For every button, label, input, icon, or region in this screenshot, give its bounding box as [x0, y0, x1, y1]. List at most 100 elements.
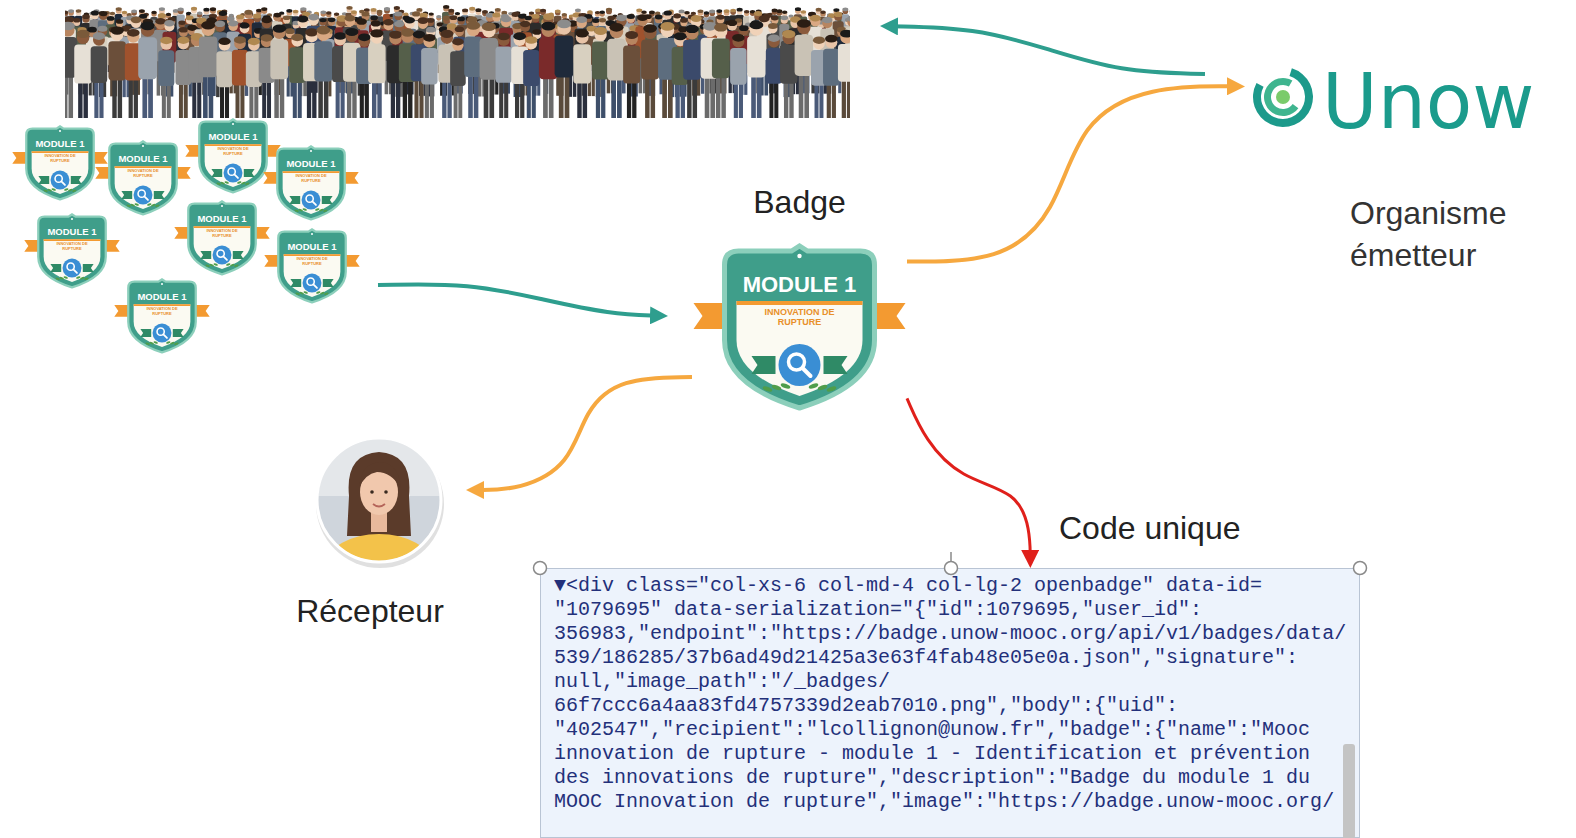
- person-hair: [698, 9, 704, 13]
- person-torso: [368, 44, 386, 83]
- person-leg: [365, 80, 369, 118]
- person-hair: [394, 11, 402, 16]
- person-torso: [641, 40, 659, 80]
- person-leg: [442, 79, 446, 118]
- person-head: [680, 19, 687, 26]
- person-hair: [76, 30, 89, 38]
- person-hair: [319, 18, 326, 22]
- person-leg: [601, 76, 605, 118]
- person-hair: [65, 11, 68, 15]
- person-leg: [197, 79, 201, 118]
- person-hair: [334, 12, 340, 15]
- person-leg: [94, 79, 98, 118]
- person-hair: [717, 15, 725, 20]
- person-hair: [261, 34, 273, 41]
- person-hair: [122, 11, 128, 14]
- person-figure: [480, 22, 499, 118]
- person-hair: [116, 19, 123, 24]
- person-leg: [68, 74, 73, 118]
- person-figure: [108, 26, 126, 118]
- person-leg: [583, 80, 587, 118]
- person-head: [204, 9, 210, 15]
- person-head: [448, 10, 454, 16]
- person-leg: [662, 75, 667, 118]
- person-head: [283, 16, 290, 23]
- person-hair: [727, 20, 737, 26]
- person-hair: [555, 9, 561, 13]
- person-hair: [609, 23, 623, 32]
- person-hair: [540, 9, 546, 13]
- person-head: [151, 11, 156, 16]
- person-hair: [346, 6, 352, 10]
- person-torso: [592, 41, 609, 79]
- person-hair: [283, 15, 291, 20]
- person-figure: [607, 23, 626, 118]
- person-head: [261, 8, 267, 14]
- person-hair: [93, 32, 106, 40]
- person-leg: [632, 80, 636, 118]
- person-leg: [474, 73, 479, 118]
- person-head: [777, 10, 783, 16]
- person-head: [107, 17, 114, 24]
- person-figure: [573, 29, 591, 118]
- person-hair: [627, 14, 635, 19]
- person-hair: [239, 22, 249, 28]
- person-head: [555, 10, 560, 15]
- person-hair: [440, 30, 453, 38]
- person-leg: [134, 77, 138, 118]
- person-hair: [141, 21, 155, 30]
- person-hair: [520, 21, 530, 27]
- person-hair: [377, 10, 383, 14]
- person-head: [436, 16, 441, 21]
- person-leg: [681, 81, 685, 118]
- person-torso: [523, 50, 539, 86]
- person-leg: [274, 75, 278, 118]
- person-hair: [403, 13, 408, 16]
- person-hair: [599, 11, 605, 14]
- person-torso: [232, 50, 248, 86]
- person-hair: [730, 9, 736, 13]
- person-hair: [127, 29, 140, 37]
- person-hair: [160, 37, 172, 45]
- person-hair: [218, 38, 230, 46]
- person-hair: [328, 17, 336, 22]
- person-hair: [543, 13, 554, 20]
- person-hair: [394, 6, 400, 10]
- person-hair: [691, 12, 696, 15]
- person-head: [673, 15, 681, 23]
- person-head: [191, 8, 197, 14]
- person-hair: [462, 9, 468, 13]
- person-leg: [179, 82, 183, 118]
- person-hair: [166, 13, 171, 16]
- person-hair: [244, 10, 252, 15]
- person-hair: [452, 38, 464, 45]
- person-hair: [345, 28, 358, 36]
- person-hair: [203, 8, 209, 12]
- person-hair: [389, 31, 402, 39]
- person-figure: [450, 38, 466, 118]
- person-leg: [352, 78, 356, 118]
- person-hair: [139, 9, 145, 13]
- person-head: [371, 9, 377, 15]
- person-hair: [795, 7, 801, 11]
- person-hair: [847, 15, 850, 22]
- person-head: [68, 10, 74, 16]
- person-hair: [110, 12, 116, 15]
- person-hair: [541, 22, 555, 31]
- person-head: [210, 8, 216, 14]
- person-hair: [158, 13, 166, 18]
- person-figure: [592, 27, 609, 118]
- person-figure: [91, 32, 108, 118]
- person-head: [599, 19, 606, 26]
- person-leg: [293, 79, 297, 118]
- person-leg: [408, 78, 412, 118]
- person-hair: [482, 10, 488, 14]
- person-figure: [641, 24, 659, 118]
- person-hair: [358, 33, 370, 41]
- person-hair: [625, 31, 638, 39]
- person-hair: [164, 20, 174, 26]
- person-hair: [532, 29, 541, 35]
- person-hair: [525, 36, 537, 44]
- person-leg: [543, 75, 548, 118]
- person-leg: [565, 73, 570, 118]
